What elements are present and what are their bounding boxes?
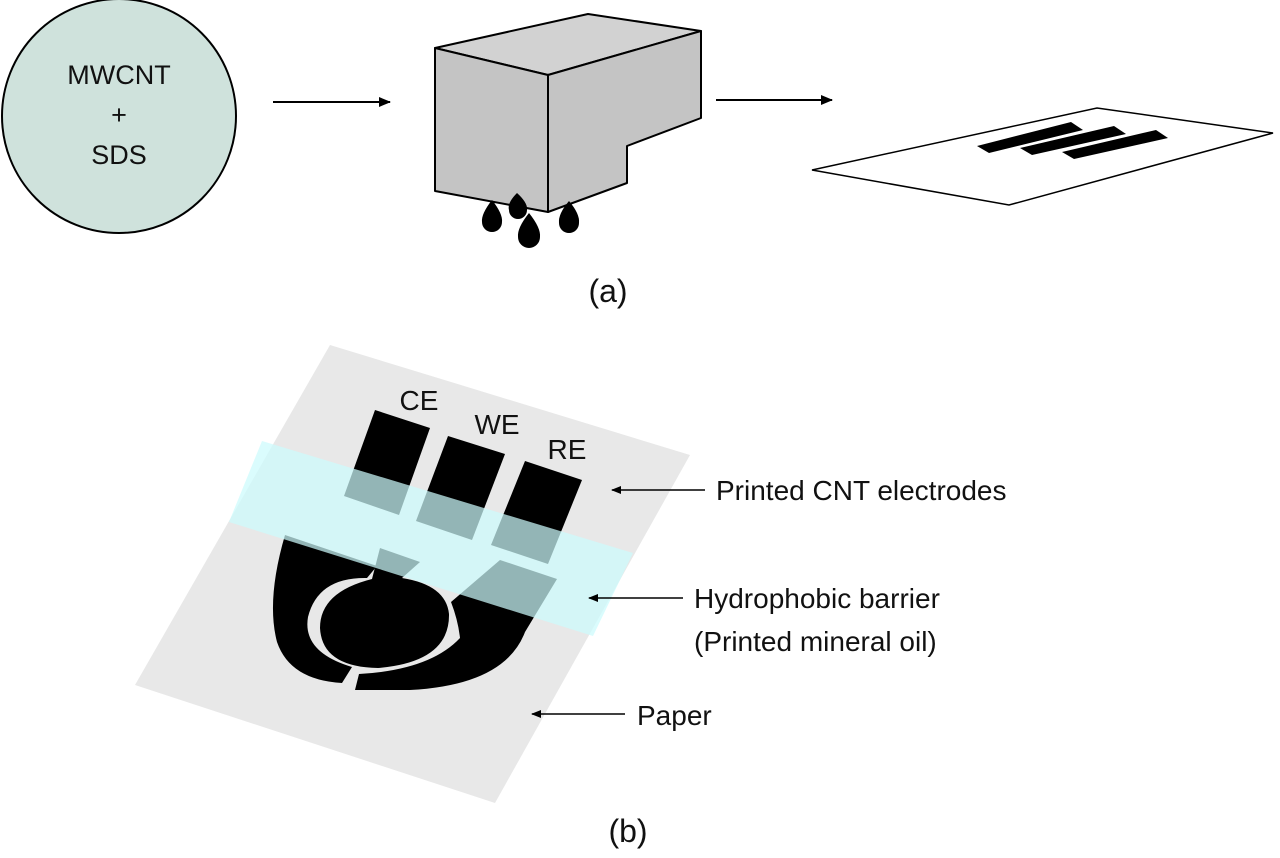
printed-paper-sheet-icon [811,107,1274,206]
electrode-label-ce: CE [400,385,439,416]
electrode-we-disk [320,548,450,668]
panel-a-caption: (a) [588,273,627,309]
hydrophobic-barrier [229,441,633,636]
callout-label-barrier: Hydrophobic barrier [694,583,940,614]
electrode-label-we: WE [474,409,519,440]
callout-label-electrodes: Printed CNT electrodes [716,475,1007,506]
electrode-ce-arc [272,535,377,683]
ink-droplets-icon [481,193,580,248]
inkjet-printhead-icon [434,13,702,213]
panel-b-caption: (b) [608,813,647,849]
callout-label-paper: Paper [637,700,712,731]
electrode-label-re: RE [548,434,587,465]
ink-component-mwcnt: MWCNT [67,60,170,90]
ink-circle: MWCNT + SDS [1,0,237,234]
panel-a: MWCNT + SDS [1,0,1274,309]
panel-b: CE WE RE Printed CNT electrodes Hydropho… [135,345,1007,849]
callout-label-barrier-detail: (Printed mineral oil) [694,626,937,657]
ink-component-sds: SDS [91,140,147,170]
ink-plus-sign: + [111,100,127,130]
